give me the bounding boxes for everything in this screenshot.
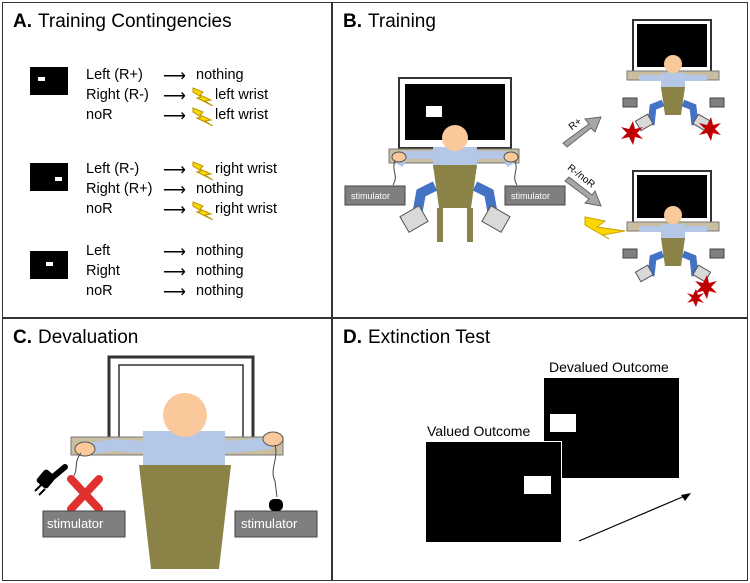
outcome-label: nothing <box>196 263 244 279</box>
contingency-row: Right (R+) ⟶ nothing <box>3 181 333 201</box>
shock-bolt-icon <box>192 107 214 126</box>
screen-target-left <box>30 67 68 95</box>
outcome-label: right wrist <box>215 161 278 177</box>
panel-b-title: B.Training <box>343 11 436 32</box>
plug-icon <box>34 464 68 496</box>
stimulator-right <box>504 185 566 206</box>
contingency-row: Left (R+) ⟶ nothing <box>3 67 333 87</box>
outcome-label: nothing <box>196 67 244 83</box>
screen-target-center <box>30 251 68 279</box>
arrow-icon: ⟶ <box>163 88 186 105</box>
response-label: Left (R-) <box>86 161 140 177</box>
contingency-row: Left ⟶ nothing <box>3 243 333 263</box>
participant-figure <box>70 355 284 569</box>
panel-b: B.Training <box>332 2 748 318</box>
contingency-row: Left (R-) ⟶ right wrist <box>3 161 333 181</box>
contingency-row: noR ⟶ nothing <box>3 283 333 303</box>
stimulator-right-label: stimulator <box>511 191 551 201</box>
outcome-label: nothing <box>196 283 244 299</box>
training-outcome-rplus <box>621 19 725 145</box>
shock-bolt-icon <box>192 161 214 180</box>
arrow-icon: ⟶ <box>163 162 186 179</box>
arrow-icon: ⟶ <box>163 244 186 261</box>
arrow-icon: ⟶ <box>163 202 186 219</box>
response-label: Right (R-) <box>86 87 149 103</box>
outcome-label: left wrist <box>215 107 269 123</box>
participant-figure <box>388 77 520 242</box>
arrow-icon: ⟶ <box>163 108 186 125</box>
shock-bolt-icon <box>192 201 214 220</box>
contingency-row: Right (R-) ⟶ left wrist <box>3 87 333 107</box>
response-label: Right <box>86 263 120 279</box>
outcome-label: nothing <box>196 181 244 197</box>
arrow-icon: ⟶ <box>163 284 186 301</box>
outcome-label: nothing <box>196 243 244 259</box>
contingency-row: noR ⟶ left wrist <box>3 107 333 127</box>
panel-d: D.Extinction Test Devalued Outcome Value… <box>332 318 748 581</box>
stimulator-left-label: stimulator <box>47 516 104 531</box>
valued-outcome-label: Valued Outcome <box>427 423 531 439</box>
cross-icon <box>67 475 103 513</box>
screen-target <box>426 106 442 117</box>
arrow-icon: ⟶ <box>163 68 186 85</box>
outcome-label: left wrist <box>215 87 269 103</box>
devalued-screen <box>543 377 680 479</box>
contingency-row: Right ⟶ nothing <box>3 263 333 283</box>
arrow-r-plus <box>562 116 602 148</box>
stimulator-right-label: stimulator <box>241 516 298 531</box>
valued-screen <box>425 441 562 543</box>
panel-c-title: C.Devaluation <box>13 327 139 348</box>
panel-a-title: A.Training Contingencies <box>13 11 232 32</box>
outcome-label: right wrist <box>215 201 278 217</box>
training-scene <box>344 19 725 307</box>
shock-bolt <box>584 216 626 240</box>
shock-bolt-icon <box>192 87 214 106</box>
arrow-r-minus <box>564 176 602 207</box>
response-label: noR <box>86 283 113 299</box>
arrow-icon: ⟶ <box>163 182 186 199</box>
stimulator-left <box>42 510 126 538</box>
response-label: noR <box>86 107 113 123</box>
response-label: Left (R+) <box>86 67 143 83</box>
stimulator-left <box>344 185 406 206</box>
devaluation-scene <box>34 355 318 569</box>
response-label: Left <box>86 243 111 259</box>
devalued-outcome-label: Devalued Outcome <box>549 359 669 375</box>
response-label: Right (R+) <box>86 181 153 197</box>
electrode-plug <box>269 499 283 511</box>
panel-a: A.Training Contingencies Left (R+) ⟶ nothi… <box>2 2 332 318</box>
stimulator-left-label: stimulator <box>351 191 391 201</box>
panel-c: C.Devaluation stimulator stimulat <box>2 318 332 581</box>
training-outcome-rminus <box>584 170 725 307</box>
arrow-icon: ⟶ <box>163 264 186 281</box>
panel-d-title: D.Extinction Test <box>343 327 491 348</box>
screen-target-right <box>30 163 68 191</box>
response-label: noR <box>86 201 113 217</box>
contingency-row: noR ⟶ right wrist <box>3 201 333 221</box>
